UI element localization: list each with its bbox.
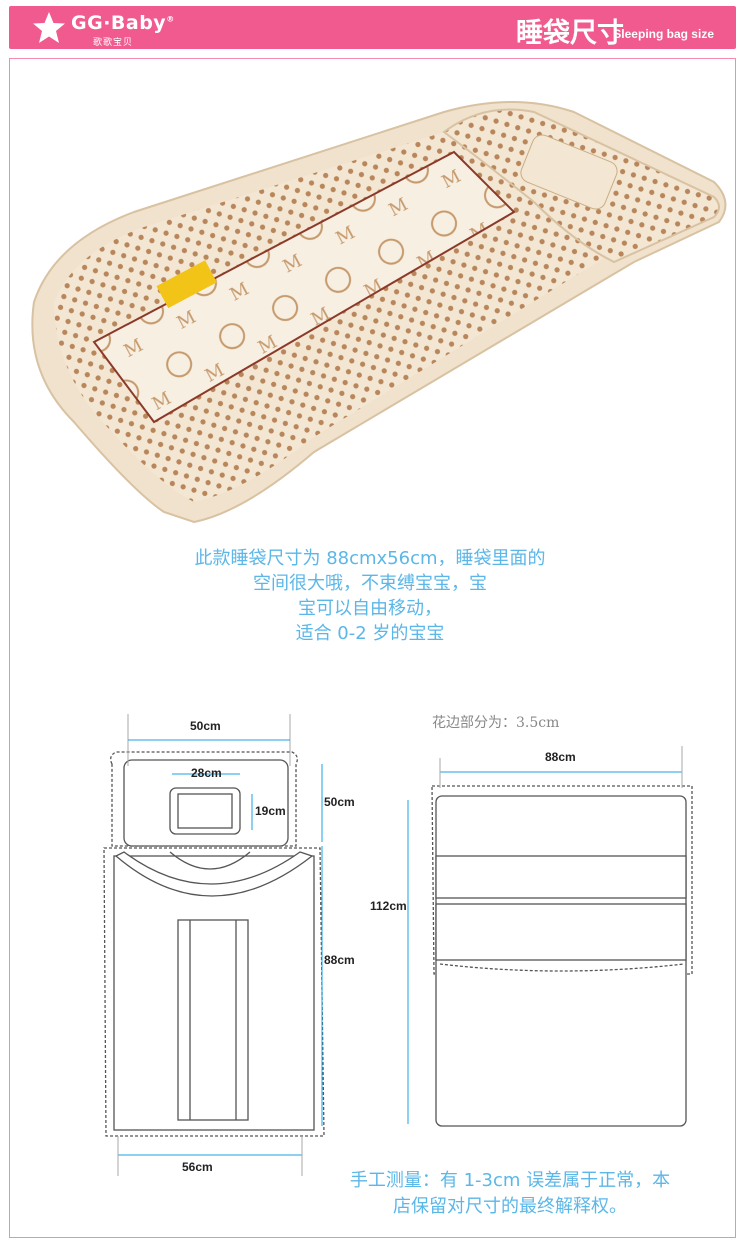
disclaimer-line: 手工测量：有 1-3cm 误差属于正常，本 xyxy=(349,1170,671,1191)
description-line: 此款睡袋尺寸为 88cmx56cm，睡袋里面的 xyxy=(194,548,546,569)
measurement-disclaimer: 手工测量：有 1-3cm 误差属于正常，本 店保留对尺寸的最终解释权。 xyxy=(320,1168,700,1220)
brand-registered-mark: ® xyxy=(166,14,175,24)
dimension-right-height: 112cm xyxy=(370,899,407,913)
brand-sub: 歌歌宝贝 xyxy=(93,38,134,48)
dimension-pillow-inner-width: 28cm xyxy=(191,766,222,780)
brand-name: GG·Baby xyxy=(71,12,167,34)
dimension-right-width: 88cm xyxy=(545,750,576,764)
dimension-pillow-width: 50cm xyxy=(190,719,221,733)
dimension-bag-width: 56cm xyxy=(182,1160,213,1174)
sleeping-bag-diagram-right xyxy=(407,746,693,1127)
sleeping-bag-diagram-left xyxy=(103,714,325,1176)
product-description: 此款睡袋尺寸为 88cmx56cm，睡袋里面的 空间很大哦，不束缚宝宝，宝 宝可… xyxy=(40,546,700,646)
description-line: 宝可以自由移动， xyxy=(298,598,442,619)
page-title: 睡袋尺寸 xyxy=(516,18,624,49)
dimension-pillow-height: 50cm xyxy=(324,795,355,809)
dimension-bag-height: 88cm xyxy=(324,953,355,967)
product-photo: M xyxy=(31,101,727,524)
lace-note: 花边部分为：3.5cm xyxy=(432,715,560,731)
star-icon xyxy=(33,12,65,43)
page-subtitle-en: Sleeping bag size xyxy=(613,27,714,41)
description-line: 空间很大哦，不束缚宝宝，宝 xyxy=(253,573,487,594)
dimension-pillow-inner-height: 19cm xyxy=(255,804,286,818)
description-line: 适合 0-2 岁的宝宝 xyxy=(295,623,445,644)
brand-logo: GG·Baby® xyxy=(71,12,175,34)
header-bar: GG·Baby® 歌歌宝贝 睡袋尺寸 Sleeping bag size xyxy=(9,6,736,49)
disclaimer-line: 店保留对尺寸的最终解释权。 xyxy=(393,1196,627,1217)
